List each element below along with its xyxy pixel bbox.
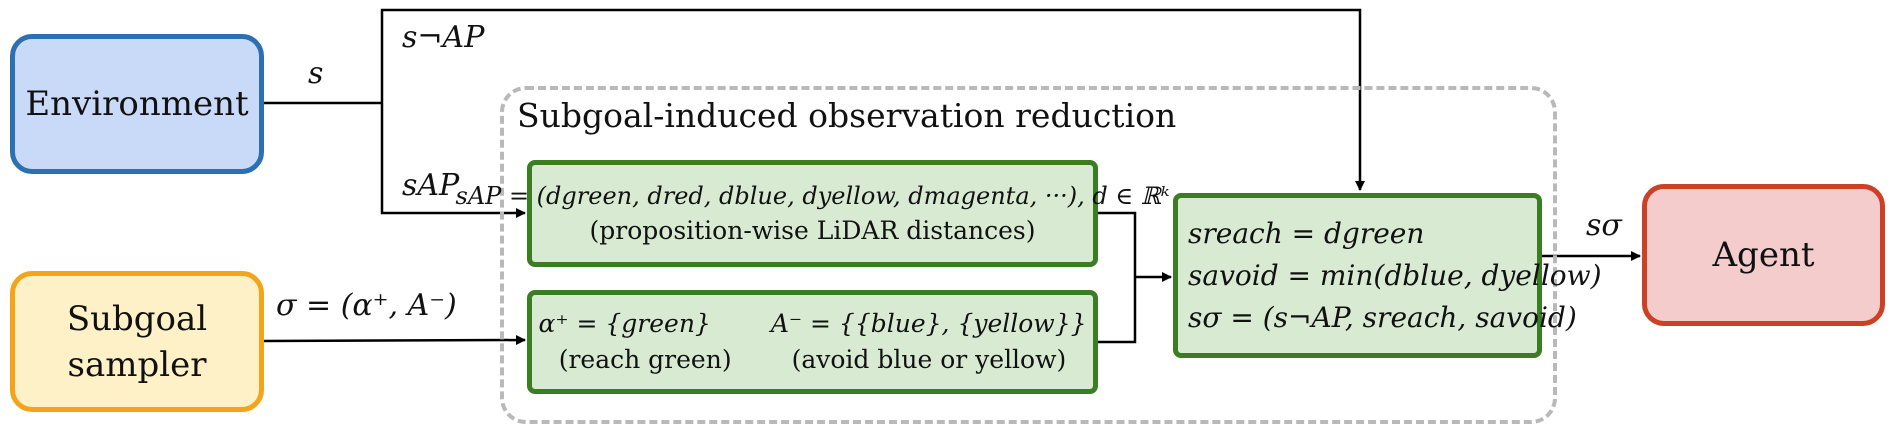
- edge-label-s-sigma: sσ: [1586, 208, 1622, 243]
- s-sigma-formula: sσ = (s¬AP, sreach, savoid): [1188, 300, 1577, 334]
- edge-label-s-not-ap: s¬AP: [402, 20, 485, 55]
- edge-label-s: s: [308, 56, 324, 91]
- agent-box: Agent: [1642, 184, 1885, 326]
- a-minus-caption: (avoid blue or yellow): [791, 345, 1067, 374]
- a-minus-formula: A⁻ = {{blue}, {yellow}}: [770, 309, 1087, 338]
- group-title: Subgoal-induced observation reduction: [517, 96, 1177, 135]
- s-ap-formula: sAP = (dgreen, dred, dblue, dyellow, dma…: [455, 181, 1170, 210]
- subgoal-sampler-line1: Subgoal: [66, 298, 208, 339]
- edge-label-sigma: σ = (α⁺, A⁻): [276, 288, 457, 323]
- s-reach-formula: sreach = dgreen: [1188, 216, 1425, 250]
- wire-sg-merge: [1098, 277, 1137, 344]
- subgoal-sampler-box: Subgoal sampler: [10, 271, 264, 412]
- edge-label-s-ap: sAP: [402, 168, 460, 203]
- environment-label: Environment: [25, 84, 249, 124]
- wire-sigma: [263, 335, 526, 346]
- proposition-distances-box: sAP = (dgreen, dred, dblue, dyellow, dma…: [456, 160, 1169, 267]
- environment-box: Environment: [10, 34, 264, 174]
- alpha-plus-caption: (reach green): [558, 345, 732, 374]
- wire-s-not-ap: [380, 8, 1365, 191]
- s-avoid-formula: savoid = min(dblue, dyellow): [1188, 258, 1602, 292]
- s-ap-caption: (proposition-wise LiDAR distances): [589, 215, 1036, 245]
- reduced-observation-box: sreach = dgreen savoid = min(dblue, dyel…: [1173, 193, 1602, 358]
- agent-label: Agent: [1712, 235, 1815, 275]
- observation-reduction-group: [500, 86, 1557, 424]
- subgoal-sets-box: α⁺ = {green} A⁻ = {{blue}, {yellow}} (re…: [527, 290, 1098, 394]
- wire-s-ap: [380, 103, 526, 218]
- wire-ap-merge: [1098, 211, 1137, 277]
- subgoal-sampler-line2: sampler: [67, 344, 207, 385]
- alpha-plus-formula: α⁺ = {green}: [538, 309, 711, 338]
